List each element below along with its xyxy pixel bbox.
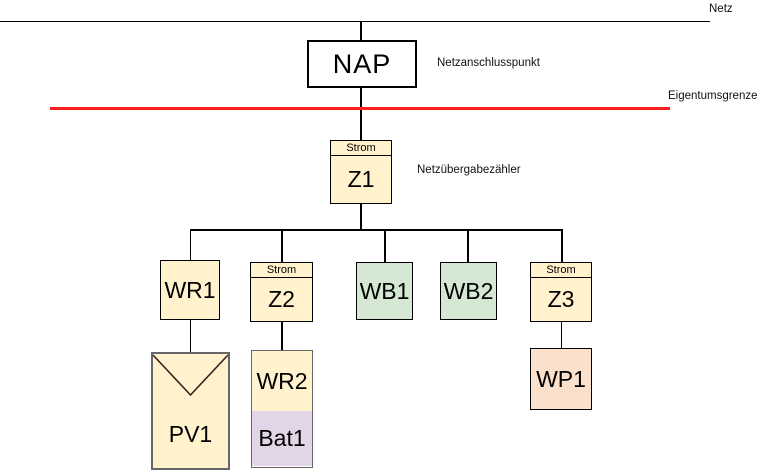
node-pv1-label: PV1 — [168, 421, 213, 447]
connector-bus-wr1 — [189, 229, 191, 260]
connector-wr1-pv1 — [189, 320, 191, 352]
node-z2-label: Z2 — [268, 286, 295, 312]
node-bat1-label: Bat1 — [258, 424, 306, 451]
node-bat1[interactable]: Bat1 — [252, 411, 312, 466]
node-wr2-label: WR2 — [256, 367, 308, 394]
bus-line — [190, 229, 563, 231]
grid-line-label: Netz — [709, 3, 733, 15]
grid-line — [0, 20, 710, 22]
connector-grid-nap — [360, 21, 362, 40]
node-wr2[interactable]: WR2 — [252, 351, 312, 411]
connector-z2-wr2 — [281, 322, 283, 350]
connector-bus-wb2 — [467, 229, 469, 262]
node-nap[interactable]: NAP — [307, 40, 417, 88]
node-z1[interactable]: Strom Z1 — [330, 140, 392, 204]
node-wr1-label: WR1 — [164, 276, 216, 303]
node-z2-header: Strom — [251, 263, 312, 278]
node-pv1[interactable]: PV1 — [151, 352, 230, 470]
z1-annotation: Netzübergabezähler — [417, 164, 521, 176]
node-z3[interactable]: Strom Z3 — [530, 262, 592, 322]
nap-annotation: Netzanschlusspunkt — [437, 57, 540, 69]
node-z2[interactable]: Strom Z2 — [250, 262, 313, 322]
ownership-boundary-line — [50, 107, 670, 110]
node-wp1-label: WP1 — [536, 365, 586, 392]
node-z3-header: Strom — [531, 263, 591, 278]
connector-z3-wp1 — [560, 322, 562, 348]
connector-nap-z1 — [360, 88, 362, 140]
ownership-boundary-label: Eigentumsgrenze — [668, 90, 758, 102]
node-z1-label: Z1 — [347, 166, 375, 192]
node-nap-label: NAP — [332, 48, 392, 79]
node-wb1-label: WB1 — [359, 277, 410, 304]
node-z3-label: Z3 — [547, 286, 575, 312]
connector-bus-z2 — [281, 229, 283, 262]
node-z1-header: Strom — [331, 141, 391, 156]
node-wb2-label: WB2 — [443, 277, 494, 304]
connector-bus-wb1 — [384, 229, 386, 262]
node-wb1[interactable]: WB1 — [356, 262, 413, 320]
node-wb2[interactable]: WB2 — [440, 262, 497, 320]
connector-bus-z3 — [561, 229, 563, 262]
connector-z1-bus — [360, 204, 362, 230]
node-wr2-bat1-stack[interactable]: WR2 Bat1 — [251, 350, 313, 468]
pv-chevron-icon — [153, 354, 228, 397]
node-wp1[interactable]: WP1 — [530, 348, 592, 410]
node-wr1[interactable]: WR1 — [160, 260, 220, 320]
